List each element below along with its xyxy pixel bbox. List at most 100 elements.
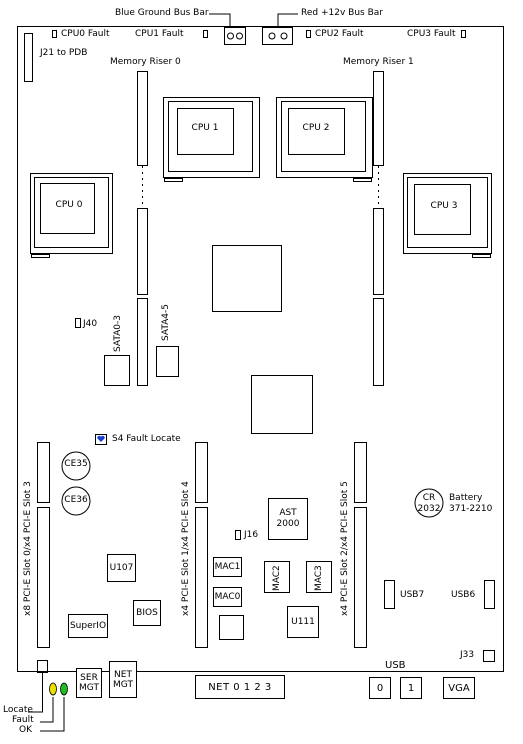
pcie-slot3-label: x8 PCI-E Slot 0/x4 PCI-E Slot 3 <box>23 481 33 616</box>
vga-port[interactable]: VGA <box>443 677 475 699</box>
u107-chip: U107 <box>107 554 136 582</box>
ser-mgt-label-2: MGT <box>79 683 99 693</box>
cpu3-fault-label: CPU3 Fault <box>407 29 456 39</box>
mac2-label: MAC2 <box>272 565 282 591</box>
memory-riser-1-slot-c <box>373 298 384 386</box>
ser-mgt-port[interactable]: SER MGT <box>76 668 102 698</box>
battery-part-label: 371-2210 <box>449 504 493 514</box>
memory-riser-1-label: Memory Riser 1 <box>343 57 414 67</box>
battery-cr2032 <box>414 488 444 518</box>
blue-ground-bus-bar <box>224 27 246 45</box>
pcie-slot4-long <box>195 507 208 648</box>
cr2032-top-label: CR <box>422 493 436 503</box>
pcie-slot5-label: x4 PCI-E Slot 2/x4 PCI-E Slot 5 <box>340 481 350 616</box>
s4-fault-led <box>97 435 105 442</box>
bus-hole <box>227 32 234 40</box>
s4-fault-label: S4 Fault Locate <box>112 434 181 444</box>
memory-riser-0-slot-c <box>137 298 148 386</box>
cpu3-socket-outer <box>403 173 492 254</box>
pcie-slot4-label: x4 PCI-E Slot 1/x4 PCI-E Slot 4 <box>181 481 191 616</box>
cpu1-fault-led <box>203 30 208 38</box>
south-bridge-chip <box>251 375 313 434</box>
board-outline <box>17 26 504 672</box>
cpu1-chip <box>177 108 234 155</box>
sata0-3-connector <box>104 355 130 386</box>
j40-label: J40 <box>83 319 98 329</box>
cpu1-fault-label: CPU1 Fault <box>135 29 184 39</box>
ok-led <box>60 682 68 696</box>
ce36-label: CE36 <box>64 495 88 505</box>
memory-riser-0-slot-b <box>137 208 148 295</box>
usb1-port[interactable]: 1 <box>400 677 422 699</box>
ast2000-chip: AST 2000 <box>268 498 308 540</box>
cpu0-tab <box>31 254 50 258</box>
cpu2-chip <box>288 108 345 155</box>
pcie-slot5-long <box>354 507 367 648</box>
mac3-label: MAC3 <box>314 565 324 591</box>
mac3-chip: MAC3 <box>306 561 332 593</box>
north-bridge-chip <box>212 245 282 312</box>
locate-label: Locate <box>3 705 33 715</box>
net-mgt-port[interactable]: NET MGT <box>109 661 137 698</box>
net-mgt-label-2: MGT <box>113 679 133 690</box>
cpu0-fault-label: CPU0 Fault <box>61 29 110 39</box>
j33-label: J33 <box>460 650 475 660</box>
cpu3-chip <box>414 184 471 235</box>
ce36-capacitor <box>61 486 91 516</box>
phy-chip <box>219 615 244 640</box>
net-0123-port[interactable]: NET 0 1 2 3 <box>195 675 285 699</box>
usb7-label: USB7 <box>400 590 425 600</box>
j40-connector <box>75 318 81 328</box>
cpu2-fault-label: CPU2 Fault <box>315 29 364 39</box>
cpu0-socket-outer <box>30 173 113 254</box>
cpu0-chip <box>40 183 95 234</box>
fault-leader <box>40 697 54 723</box>
locate-leader <box>28 672 43 713</box>
memory-riser-1-slot-a <box>373 71 384 166</box>
blue-ground-bus-label: Blue Ground Bus Bar <box>115 8 209 18</box>
memory-riser-1-slot-b <box>373 208 384 295</box>
fault-label: Fault <box>12 715 34 725</box>
j33-connector <box>483 650 495 662</box>
j16-connector <box>235 530 241 540</box>
cpu0-fault-led <box>52 30 57 38</box>
cpu3-label: CPU 3 <box>430 201 458 211</box>
pcie-slot3-long <box>37 507 50 648</box>
bus-hole <box>268 32 276 40</box>
red-bus-label: Red +12v Bus Bar <box>301 8 383 18</box>
blue-bus-leader <box>209 13 231 26</box>
memory-riser-0-slot-a <box>137 71 148 166</box>
cpu3-fault-led <box>461 30 466 38</box>
cpu3-tab <box>472 254 491 258</box>
ast-label-1: AST <box>279 508 297 518</box>
usb6-label: USB6 <box>451 590 476 600</box>
pcie-slot3-short <box>37 442 50 503</box>
j16-label: J16 <box>244 530 259 540</box>
red-bus-leader <box>277 13 298 26</box>
mac1-chip: MAC1 <box>213 557 242 577</box>
sata4-5-connector <box>156 346 179 377</box>
cpu1-tab <box>164 178 183 182</box>
cpu2-socket-outer <box>276 97 373 178</box>
u111-chip: U111 <box>287 606 319 638</box>
cpu1-label: CPU 1 <box>191 122 219 133</box>
memory-riser-0-label: Memory Riser 0 <box>110 57 181 67</box>
ce35-capacitor <box>61 451 91 481</box>
usb0-port[interactable]: 0 <box>369 677 391 699</box>
pcie-slot5-short <box>354 442 367 503</box>
cpu2-label: CPU 2 <box>302 122 330 133</box>
pcie-slot4-short <box>195 442 208 503</box>
usb7-connector <box>384 580 395 609</box>
locate-button <box>37 660 48 673</box>
j21-label: J21 to PDB <box>40 48 88 58</box>
bus-hole <box>280 32 288 40</box>
cpu0-label: CPU 0 <box>55 200 83 210</box>
ok-label: OK <box>19 725 32 735</box>
cpu2-tab <box>353 178 372 182</box>
sata0-3-label: SATA0-3 <box>113 315 123 352</box>
cpu2-fault-led <box>306 30 311 38</box>
battery-label: Battery <box>449 493 483 503</box>
mac2-chip: MAC2 <box>264 561 290 593</box>
